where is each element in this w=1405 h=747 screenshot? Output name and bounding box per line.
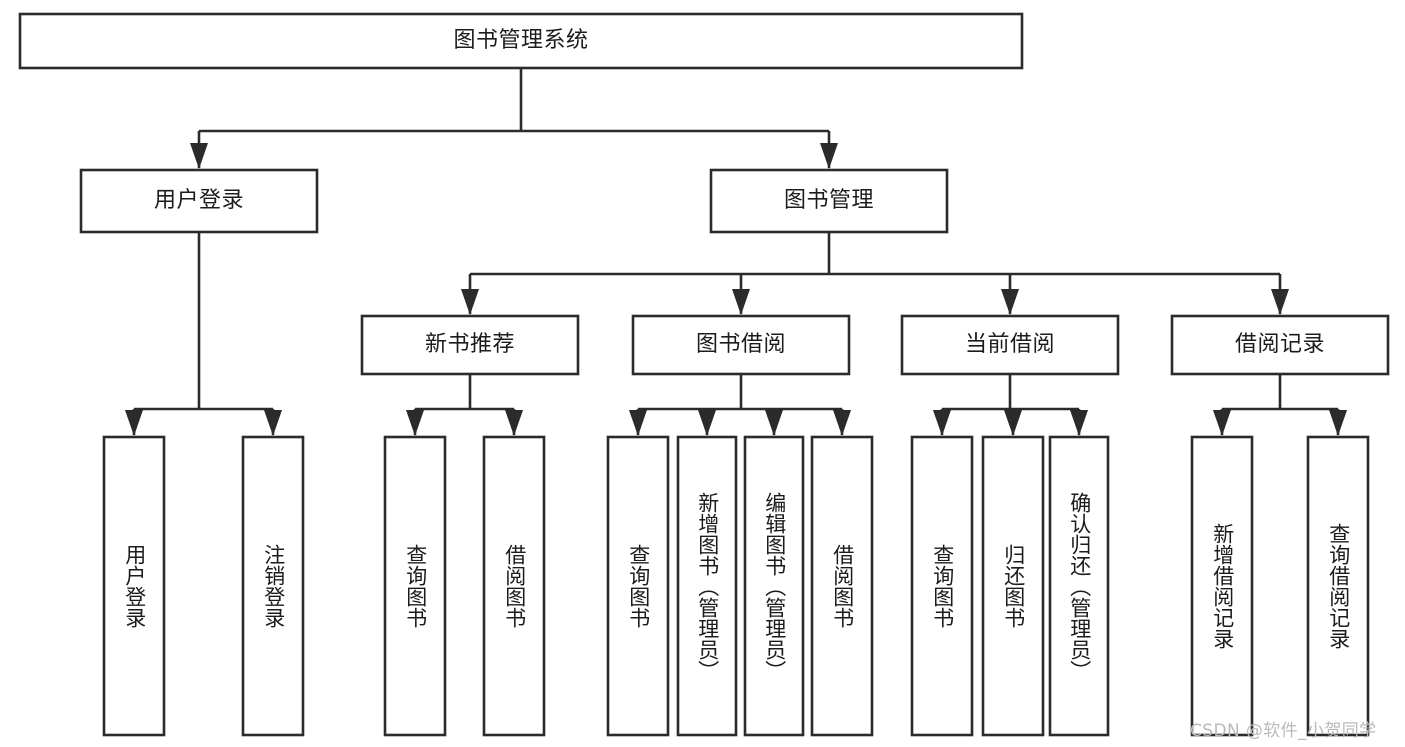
arrow-head-icon	[406, 410, 424, 436]
node-box-查询图书[interactable]	[606, 435, 670, 737]
arrow-head-icon	[1213, 410, 1231, 436]
node-boxes	[18, 12, 1390, 737]
node-box-注销登录[interactable]	[241, 435, 305, 737]
node-box-归还图书[interactable]	[981, 435, 1045, 737]
arrow-head-icon	[505, 410, 523, 436]
connector-lines	[125, 68, 1347, 436]
arrow-head-icon	[698, 410, 716, 436]
arrow-head-icon	[264, 410, 282, 436]
node-box-编辑图书管理员[interactable]	[743, 435, 805, 737]
arrow-head-icon	[1001, 289, 1019, 315]
arrow-head-icon	[933, 410, 951, 436]
node-box-查询图书[interactable]	[910, 435, 974, 737]
arrow-head-icon	[1329, 410, 1347, 436]
node-box-用户登录[interactable]	[79, 168, 319, 234]
arrow-head-icon	[820, 143, 838, 169]
node-box-图书管理系统[interactable]	[18, 12, 1024, 70]
arrow-head-icon	[1004, 410, 1022, 436]
node-box-图书管理[interactable]	[709, 168, 949, 234]
node-box-查询图书[interactable]	[383, 435, 447, 737]
node-box-图书借阅[interactable]	[631, 314, 851, 376]
arrow-head-icon	[629, 410, 647, 436]
node-box-当前借阅[interactable]	[900, 314, 1120, 376]
node-box-新增借阅记录[interactable]	[1190, 435, 1254, 737]
node-box-查询借阅记录[interactable]	[1306, 435, 1370, 737]
node-box-新书推荐[interactable]	[360, 314, 580, 376]
node-box-借阅记录[interactable]	[1170, 314, 1390, 376]
arrow-head-icon	[461, 289, 479, 315]
node-box-借阅图书[interactable]	[810, 435, 874, 737]
node-box-确认归还管理员[interactable]	[1048, 435, 1110, 737]
arrow-head-icon	[190, 143, 208, 169]
arrow-head-icon	[125, 410, 143, 436]
arrow-head-icon	[1271, 289, 1289, 315]
arrow-head-icon	[732, 289, 750, 315]
node-box-用户登录[interactable]	[102, 435, 166, 737]
csdn-watermark: CSDN @软件_小贺同学	[1190, 721, 1377, 741]
node-box-借阅图书[interactable]	[482, 435, 546, 737]
node-box-新增图书管理员[interactable]	[676, 435, 738, 737]
arrow-head-icon	[833, 410, 851, 436]
arrow-head-icon	[1070, 410, 1088, 436]
arrow-head-icon	[765, 410, 783, 436]
